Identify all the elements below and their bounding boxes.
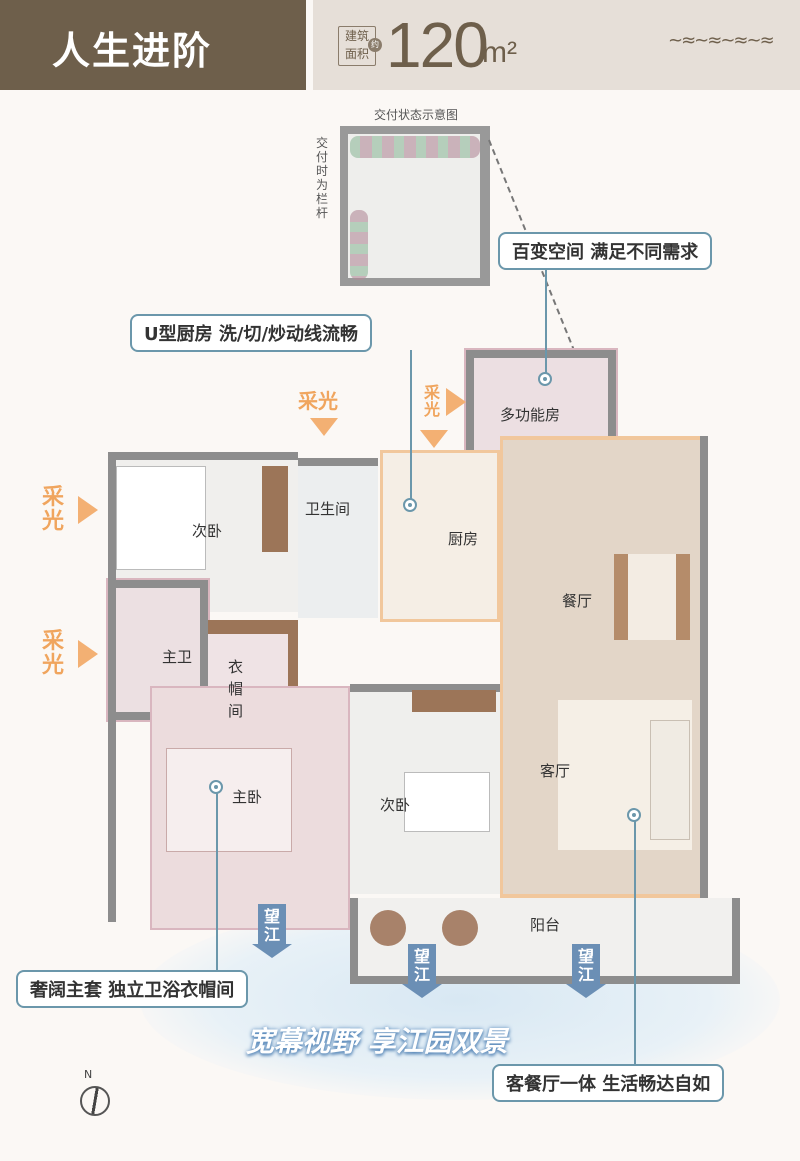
arrow-right-icon <box>78 640 98 668</box>
light-label: 采光 <box>42 485 65 534</box>
light-label: 采光 <box>298 389 338 413</box>
room-label-master: 主卧 <box>232 788 263 806</box>
room-label-living: 客厅 <box>540 762 571 780</box>
wall <box>108 452 116 922</box>
callout-dot <box>538 372 552 386</box>
header-title-panel <box>0 0 306 90</box>
room-label-kitchen: 厨房 <box>448 530 479 548</box>
room-label-multi: 多功能房 <box>500 406 561 424</box>
light-label: 采光 <box>424 383 441 419</box>
room-label-master-bath: 主卫 <box>162 648 193 666</box>
wardrobe <box>262 466 288 552</box>
badge-line1: 建筑 <box>344 29 369 43</box>
compass-icon <box>80 1086 110 1116</box>
callout-master-suite: 奢阔主套 独立卫浴衣帽间 <box>16 970 249 1008</box>
room-label-dining: 餐厅 <box>562 592 593 610</box>
sofa <box>650 720 690 840</box>
area-value: 120 <box>386 9 489 81</box>
kitchen <box>380 450 500 622</box>
river-view-label: 望江 <box>402 944 442 998</box>
armchair <box>370 910 406 946</box>
callout-line <box>634 816 636 1064</box>
page-title: 人生进阶 <box>52 29 213 73</box>
area-unit: m² <box>482 36 517 69</box>
arrow-down-icon <box>420 430 448 448</box>
wall <box>700 436 708 898</box>
arrow-right-icon <box>446 388 466 416</box>
bathroom <box>298 458 378 618</box>
approx-badge: 约 <box>368 38 382 52</box>
header-area-panel <box>313 0 800 90</box>
compass-label: N <box>84 1068 93 1081</box>
river-view-label: 望江 <box>252 904 292 958</box>
wardrobe <box>412 690 496 712</box>
river-view-label: 望江 <box>566 944 606 998</box>
callout-multi-room: 百变空间 满足不同需求 <box>498 232 713 270</box>
arrow-down-icon <box>310 418 338 436</box>
room-label-bathroom: 卫生间 <box>305 500 351 518</box>
delivery-title: 交付状态示意图 <box>374 108 459 122</box>
callout-dot <box>627 808 641 822</box>
light-label: 采光 <box>42 629 65 678</box>
slogan: 宽幕视野 享江园双景 <box>246 1025 508 1058</box>
plant-decoration <box>350 136 480 158</box>
room-label-balcony: 阳台 <box>530 916 561 934</box>
plant-decoration <box>350 210 368 280</box>
room-label-bedroom-2b: 次卧 <box>380 796 411 814</box>
callout-line <box>410 350 412 506</box>
callout-dot <box>403 498 417 512</box>
callout-line <box>216 786 218 976</box>
bed <box>116 466 206 570</box>
closet <box>208 620 298 690</box>
arrow-right-icon <box>78 496 98 524</box>
dining-table <box>614 554 690 640</box>
delivery-note: 交付时为栏杆 <box>316 136 329 220</box>
callout-kitchen: U型厨房 洗/切/炒动线流畅 <box>130 314 373 352</box>
bed <box>404 772 490 832</box>
room-label-bedroom-2a: 次卧 <box>192 522 223 540</box>
room-label-closet: 衣帽间 <box>228 658 244 720</box>
badge-line2: 面积 <box>344 47 369 61</box>
callout-dot <box>209 780 223 794</box>
callout-living-dining: 客餐厅一体 生活畅达自如 <box>492 1064 725 1102</box>
armchair <box>442 910 478 946</box>
wave-decoration: ~≈~≈~≈~≈ <box>668 30 775 51</box>
master-bed <box>166 748 292 852</box>
callout-line <box>545 270 547 380</box>
